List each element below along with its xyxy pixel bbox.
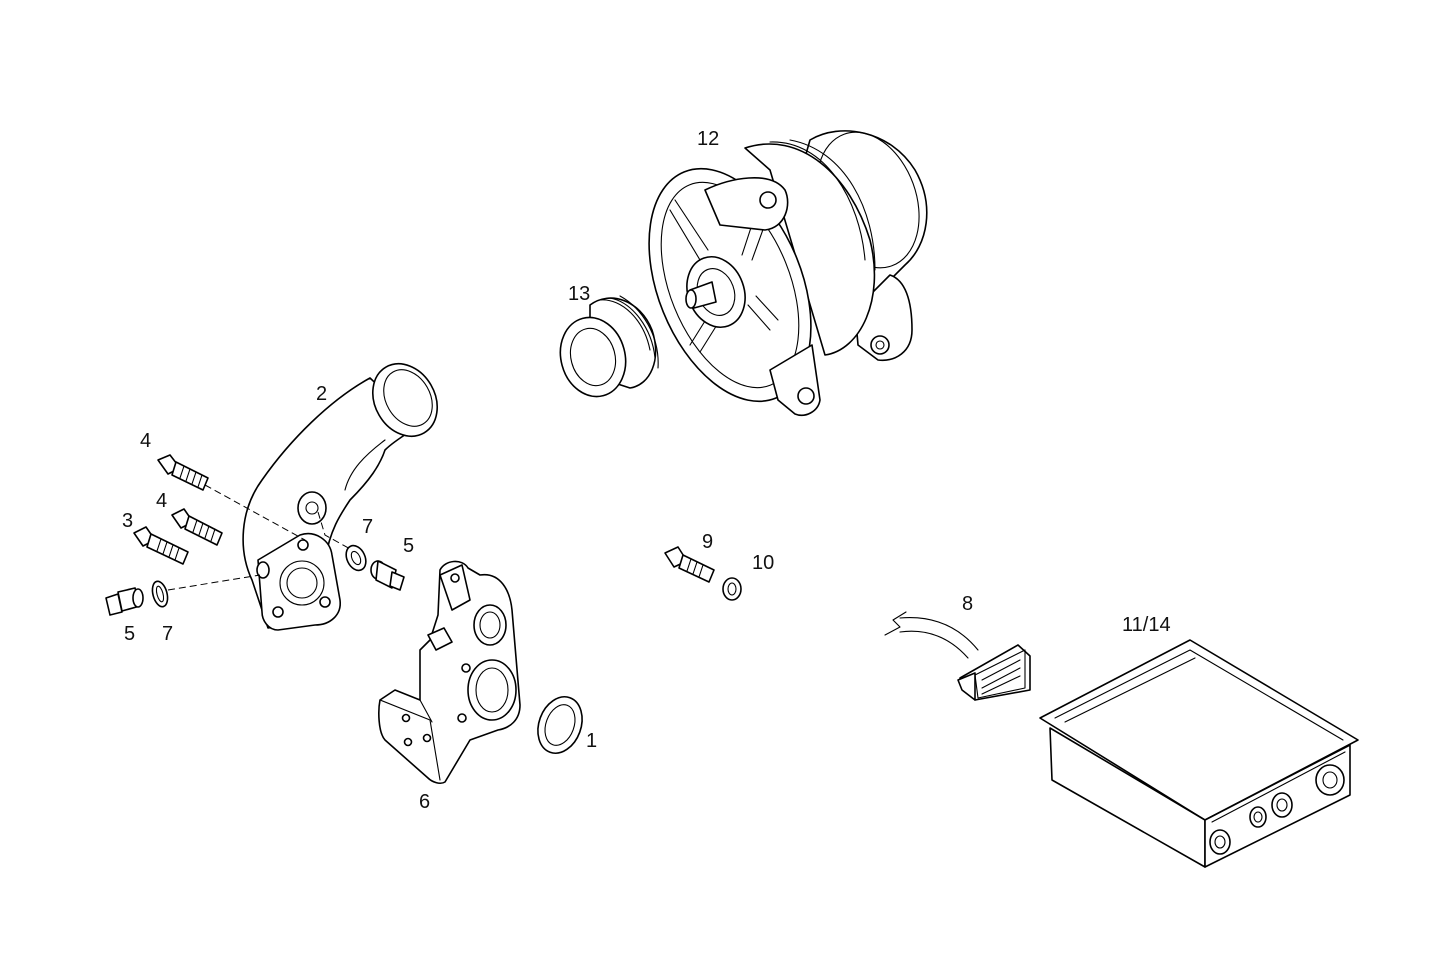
- callout-7-left: 7: [162, 623, 173, 645]
- callout-5-right: 5: [403, 535, 414, 557]
- part-11-14-control-box: 11/14: [1039, 614, 1359, 868]
- part-3-bolt: 3: [122, 510, 189, 565]
- callout-2: 2: [316, 383, 327, 405]
- callout-5-left: 5: [124, 623, 135, 645]
- callout-7-right: 7: [362, 516, 373, 538]
- part-4-bolt-lower: 4: [156, 490, 223, 546]
- assembly-lines: [167, 484, 353, 591]
- part-6-bracket: 6: [378, 560, 521, 813]
- part-10-washer: 10: [722, 552, 774, 601]
- part-9-bolt: 9: [664, 531, 715, 583]
- part-13-pulley: 13: [559, 283, 659, 398]
- part-5-fitting-right: 5: [370, 535, 414, 591]
- callout-10: 10: [752, 552, 774, 574]
- callout-12: 12: [697, 128, 719, 150]
- callout-13: 13: [568, 283, 590, 305]
- part-4-bolt-upper: 4: [140, 430, 209, 491]
- callout-4-upper: 4: [140, 430, 151, 452]
- part-7-washer-left: 7: [151, 580, 173, 645]
- callout-1: 1: [586, 730, 597, 752]
- callout-4-lower: 4: [156, 490, 167, 512]
- part-5-fitting-left: 5: [105, 587, 144, 645]
- part-1-seal-ring: 1: [537, 696, 597, 754]
- part-8-harness-connector: 8: [884, 593, 1031, 701]
- part-12-alternator: 12: [648, 128, 928, 416]
- callout-3: 3: [122, 510, 133, 532]
- part-2-elbow-pipe: 2: [242, 363, 438, 631]
- callout-8: 8: [962, 593, 973, 615]
- callout-9: 9: [702, 531, 713, 553]
- callout-11-14: 11/14: [1122, 614, 1171, 636]
- part-7-washer-right: 7: [345, 516, 373, 572]
- callout-6: 6: [419, 791, 430, 813]
